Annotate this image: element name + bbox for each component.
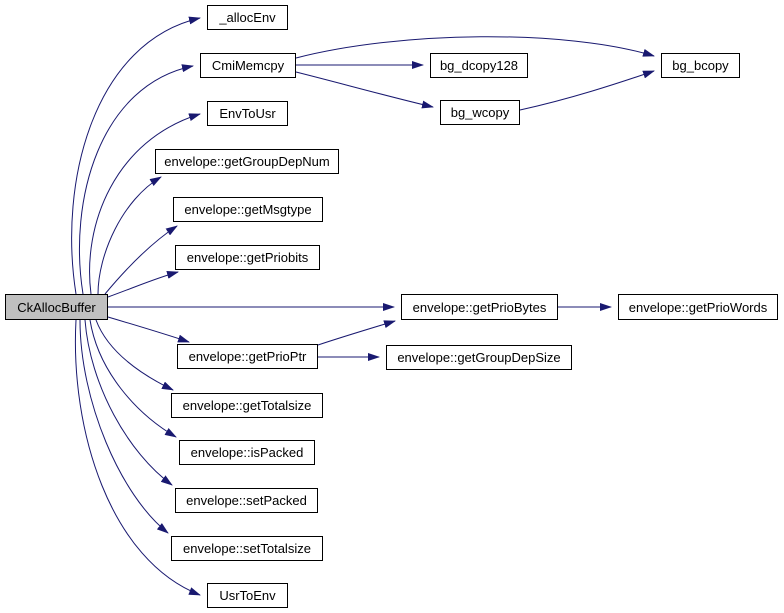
edge-ckallocbuffer-to-usrtoenv bbox=[74, 319, 201, 596]
node-envtousr[interactable]: EnvToUsr bbox=[207, 101, 288, 126]
node-gettotalsize[interactable]: envelope::getTotalsize bbox=[171, 393, 323, 418]
node-setpacked[interactable]: envelope::setPacked bbox=[175, 488, 318, 513]
node-getgroupdepsize[interactable]: envelope::getGroupDepSize bbox=[386, 345, 572, 370]
node-getpriobits[interactable]: envelope::getPriobits bbox=[175, 245, 320, 270]
node-bgdcopy128[interactable]: bg_dcopy128 bbox=[430, 53, 528, 78]
edge-getprioptr-to-getpriobytes bbox=[317, 320, 396, 346]
edge-bgwcopy-to-bgbcopy bbox=[519, 70, 655, 111]
edge-ckallocbuffer-to-setpacked bbox=[84, 319, 173, 486]
node-getpriowords[interactable]: envelope::getPrioWords bbox=[618, 294, 778, 320]
edge-ckallocbuffer-to-getpriobits bbox=[107, 271, 179, 298]
edge-ckallocbuffer-to-gettotalsize bbox=[95, 319, 174, 391]
node-cmimemcpy[interactable]: CmiMemcpy bbox=[200, 53, 296, 78]
node-ckallocbuffer: CkAllocBuffer bbox=[5, 294, 108, 320]
edge-ckallocbuffer-to-ispacked bbox=[89, 319, 177, 438]
node-getprioptr[interactable]: envelope::getPrioPtr bbox=[177, 344, 318, 369]
edge-ckallocbuffer-to-cmimemcpy bbox=[78, 64, 194, 295]
edge-ckallocbuffer-to-getprioptr bbox=[107, 316, 190, 343]
edge-ckallocbuffer-to-envtousr bbox=[89, 113, 201, 295]
edge-cmimemcpy-to-bgbcopy bbox=[295, 36, 655, 59]
node-settotalsize[interactable]: envelope::setTotalsize bbox=[171, 536, 323, 561]
node-ispacked[interactable]: envelope::isPacked bbox=[179, 440, 315, 465]
edge-ckallocbuffer-to-getgroupdepnum bbox=[97, 176, 162, 295]
node-bgbcopy[interactable]: bg_bcopy bbox=[661, 53, 740, 78]
node-usrtoenv[interactable]: UsrToEnv bbox=[207, 583, 288, 608]
edge-ckallocbuffer-to-settotalsize bbox=[79, 319, 169, 534]
node-getmsgtype[interactable]: envelope::getMsgtype bbox=[173, 197, 323, 222]
edge-cmimemcpy-to-bgwcopy bbox=[295, 71, 434, 109]
edge-ckallocbuffer-to-allocenv bbox=[71, 16, 201, 295]
node-bgwcopy[interactable]: bg_wcopy bbox=[440, 100, 520, 125]
node-getgroupdepnum[interactable]: envelope::getGroupDepNum bbox=[155, 149, 339, 174]
node-allocenv[interactable]: _allocEnv bbox=[207, 5, 288, 30]
edge-ckallocbuffer-to-getmsgtype bbox=[104, 225, 178, 295]
node-getpriobytes[interactable]: envelope::getPrioBytes bbox=[401, 294, 558, 320]
